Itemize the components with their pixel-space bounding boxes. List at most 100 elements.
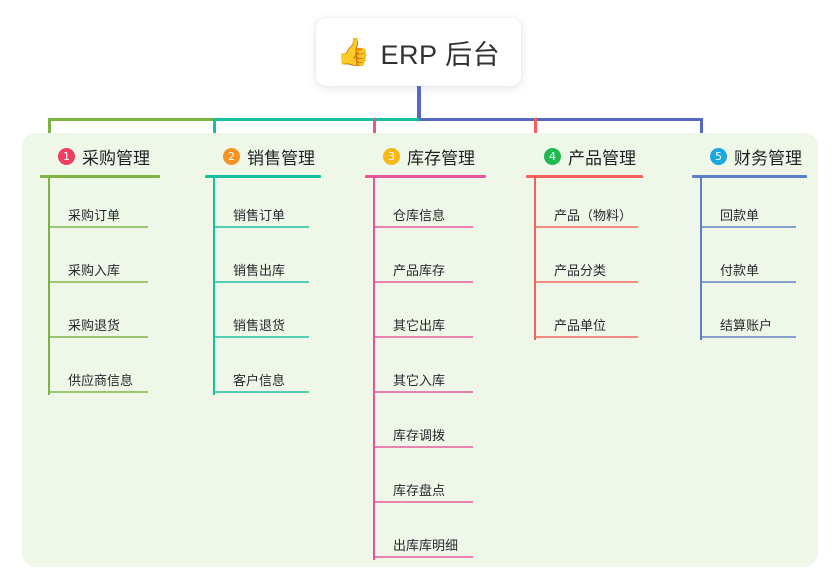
branch-drop-4: [534, 118, 537, 145]
branch-title: 销售管理: [247, 148, 315, 168]
leaf-rule: [213, 226, 309, 228]
leaf-rule: [48, 226, 148, 228]
root-stem: [417, 86, 421, 121]
leaf-item[interactable]: 库存调拨: [365, 398, 486, 453]
leaf-item[interactable]: 出库库明细: [365, 508, 486, 563]
branch-column-产品管理: 4 产品管理产品（物料） 产品分类产品单位: [526, 143, 643, 343]
branch-drop-3: [373, 118, 376, 145]
branch-header-3[interactable]: 3 库存管理: [365, 143, 486, 169]
bus-segment-2: [213, 118, 421, 121]
leaf-label: 销售出库: [233, 263, 286, 278]
leaf-rule: [534, 226, 638, 228]
leaf-item[interactable]: 结算账户: [692, 288, 807, 343]
leaf-rule: [534, 281, 638, 283]
branch-drop-1: [48, 118, 51, 145]
branch-header-rule: [40, 175, 160, 178]
leaf-rule: [700, 336, 796, 338]
leaf-label: 产品库存: [393, 263, 446, 278]
leaf-item[interactable]: 其它入库: [365, 343, 486, 398]
leaf-rule: [534, 336, 638, 338]
leaf-list: 仓库信息产品库存其它出库其它入库库存调拨库存盘点出库库明细: [365, 178, 486, 563]
branch-header-rule: [365, 175, 486, 178]
branch-spine: [700, 178, 702, 340]
leaf-label: 采购订单: [68, 208, 121, 223]
leaf-list: 回款单付款单结算账户: [692, 178, 807, 343]
branch-spine: [373, 178, 375, 560]
leaf-rule: [373, 501, 473, 503]
leaf-item[interactable]: 采购入库: [40, 233, 160, 288]
leaf-item[interactable]: 销售出库: [205, 233, 321, 288]
leaf-item[interactable]: 销售订单: [205, 178, 321, 233]
leaf-item[interactable]: 采购退货: [40, 288, 160, 343]
leaf-list: 采购订单采购入库采购退货供应商信息: [40, 178, 160, 398]
leaf-item[interactable]: 库存盘点: [365, 453, 486, 508]
leaf-item[interactable]: 其它出库: [365, 288, 486, 343]
branch-header-rule: [205, 175, 321, 178]
branch-title: 产品管理: [568, 148, 636, 168]
leaf-label: 回款单: [720, 208, 760, 223]
leaf-rule: [373, 336, 473, 338]
branch-header-5[interactable]: 5 财务管理: [692, 143, 807, 169]
branch-number-badge: 2: [223, 147, 240, 165]
branch-drop-5: [700, 118, 703, 145]
leaf-label: 客户信息: [233, 373, 286, 388]
branch-title: 库存管理: [407, 148, 475, 168]
leaf-rule: [700, 281, 796, 283]
leaf-label: 其它出库: [393, 318, 446, 333]
leaf-rule: [373, 446, 473, 448]
branch-header-rule: [526, 175, 643, 178]
leaf-label: 销售订单: [233, 208, 286, 223]
thumbs-up-icon: 👍: [336, 36, 371, 67]
leaf-item[interactable]: 产品分类: [526, 233, 643, 288]
branch-column-库存管理: 3 库存管理仓库信息产品库存其它出库其它入库库存调拨库存盘点出库库明细: [365, 143, 486, 563]
branch-title: 财务管理: [734, 148, 802, 168]
leaf-list: 销售订单销售出库销售退货客户信息: [205, 178, 321, 398]
leaf-label: 结算账户: [720, 318, 773, 333]
leaf-item[interactable]: 产品单位: [526, 288, 643, 343]
leaf-item[interactable]: 回款单: [692, 178, 807, 233]
leaf-item[interactable]: 产品库存: [365, 233, 486, 288]
leaf-label: 出库库明细: [393, 538, 459, 553]
leaf-label: 产品分类: [554, 263, 607, 278]
leaf-list: 产品（物料） 产品分类产品单位: [526, 178, 643, 343]
leaf-rule: [213, 336, 309, 338]
leaf-item[interactable]: 仓库信息: [365, 178, 486, 233]
root-title: ERP 后台: [380, 39, 501, 70]
leaf-rule: [373, 391, 473, 393]
leaf-item[interactable]: 客户信息: [205, 343, 321, 398]
branch-number-badge: 4: [544, 147, 561, 165]
leaf-rule: [373, 556, 473, 558]
branch-column-财务管理: 5 财务管理回款单付款单结算账户: [692, 143, 807, 343]
leaf-label: 库存盘点: [393, 483, 446, 498]
branch-number-badge: 3: [383, 147, 400, 165]
leaf-label: 仓库信息: [393, 208, 446, 223]
leaf-rule: [700, 226, 796, 228]
leaf-item[interactable]: 付款单: [692, 233, 807, 288]
leaf-label: 产品单位: [554, 318, 607, 333]
leaf-item[interactable]: 采购订单: [40, 178, 160, 233]
leaf-label: 供应商信息: [68, 373, 134, 388]
bus-segment-1: [48, 118, 216, 121]
root-node[interactable]: 👍 ERP 后台: [316, 18, 521, 86]
leaf-rule: [373, 281, 473, 283]
leaf-label: 采购退货: [68, 318, 121, 333]
branch-spine: [534, 178, 536, 340]
branches-panel: [22, 133, 818, 567]
branch-spine: [48, 178, 50, 395]
leaf-rule: [213, 391, 309, 393]
branch-number-badge: 5: [710, 147, 727, 165]
leaf-rule: [213, 281, 309, 283]
branch-header-4[interactable]: 4 产品管理: [526, 143, 643, 169]
leaf-item[interactable]: 供应商信息: [40, 343, 160, 398]
leaf-rule: [48, 391, 148, 393]
branch-title: 采购管理: [82, 148, 150, 168]
leaf-item[interactable]: 产品（物料）: [526, 178, 643, 233]
branch-header-2[interactable]: 2 销售管理: [205, 143, 321, 169]
leaf-label: 库存调拨: [393, 428, 446, 443]
leaf-item[interactable]: 销售退货: [205, 288, 321, 343]
branch-header-rule: [692, 175, 807, 178]
leaf-rule: [48, 281, 148, 283]
branch-spine: [213, 178, 215, 395]
bus-segment-3: [419, 118, 703, 121]
